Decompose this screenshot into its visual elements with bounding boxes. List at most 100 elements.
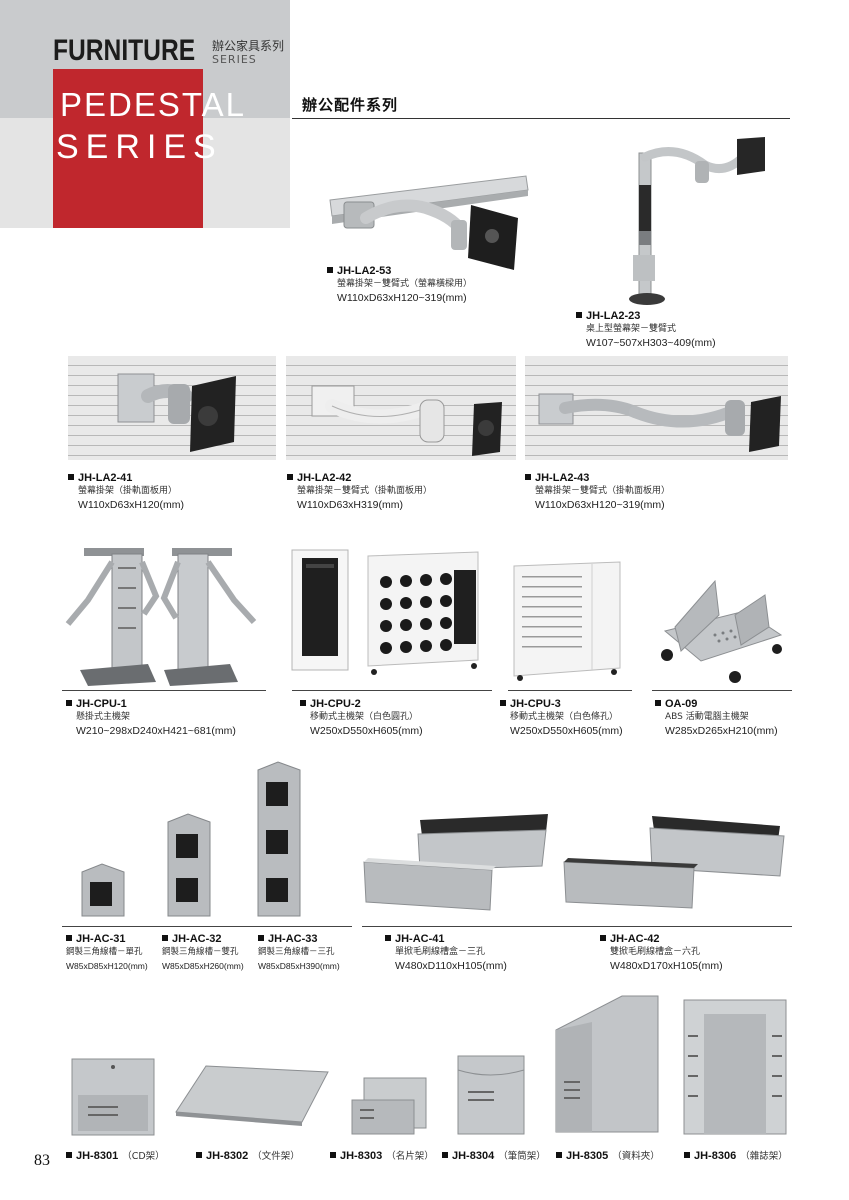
product-code: JH-LA2-53: [327, 264, 472, 278]
caption-jh-8301: JH-8301 （CD架）: [66, 1144, 165, 1163]
product-image-cpu-2: [291, 549, 479, 675]
caption-jh-8306: JH-8306（雜誌架）: [684, 1144, 788, 1163]
product-image-ac-33: [257, 761, 301, 917]
product-name: 移動式主機架（白色條孔）: [510, 712, 619, 722]
product-code: JH-LA2-41: [68, 471, 184, 485]
caption-jh-8303: JH-8303 （名片架）: [330, 1144, 434, 1163]
product-image-ac-32: [167, 813, 211, 917]
product-code: OA-09: [655, 697, 778, 711]
product-image-ac-41: [363, 814, 548, 911]
product-image-jh-8305: [555, 995, 659, 1133]
product-code: JH-AC-31: [66, 932, 148, 946]
product-code: JH-LA2-23: [576, 309, 716, 323]
product-code: JH-CPU-1: [66, 697, 236, 711]
product-name: （筆筒架）: [498, 1151, 546, 1162]
caption-la2-53: JH-LA2-53 螢幕掛架－雙臂式（螢幕橫樑用） W110xD63xH120~…: [327, 264, 472, 305]
product-image-la2-23: [629, 137, 765, 305]
product-code: JH-CPU-2: [300, 697, 423, 711]
page-number: 83: [34, 1152, 50, 1169]
product-dimensions: W110xD63xH120(mm): [78, 499, 184, 511]
product-dimensions: W107~507xH303~409(mm): [586, 337, 716, 349]
brand-subtitle-series: SERIES: [212, 53, 257, 66]
caption-cpu-1: JH-CPU-1 懸掛式主機架 W210~298xD240xH421~681(m…: [66, 697, 236, 738]
product-code: JH-AC-41: [385, 932, 507, 946]
product-dimensions: W85xD85xH260(mm): [162, 961, 244, 971]
product-name: （資料夾）: [612, 1151, 660, 1162]
product-dimensions: W110xD63xH120~319(mm): [337, 292, 467, 304]
product-dimensions: W250xD550xH605(mm): [510, 725, 623, 737]
product-dimensions: W250xD550xH605(mm): [310, 725, 423, 737]
pedestal-title-line1: PEDESTAL: [60, 86, 246, 123]
product-image-la2-53: [329, 175, 529, 270]
product-name: 桌上型螢幕架－雙臂式: [586, 324, 677, 334]
caption-ac-32: JH-AC-32 鋼製三角線槽－雙孔 W85xD85xH260(mm): [162, 932, 244, 973]
caption-oa-09: OA-09 ABS 活動電腦主機架 W285xD265xH210(mm): [655, 697, 778, 738]
product-code: JH-CPU-3: [500, 697, 623, 711]
cpu-2-rule: [292, 690, 492, 691]
caption-cpu-3: JH-CPU-3 移動式主機架（白色條孔） W250xD550xH605(mm): [500, 697, 623, 738]
product-code: JH-8304: [442, 1150, 494, 1162]
brand-subtitle-cn: 辦公家具系列: [212, 39, 285, 53]
caption-ac-42: JH-AC-42 雙掀毛刷線槽盒－六孔 W480xD170xH105(mm): [600, 932, 723, 973]
caption-ac-31: JH-AC-31 鋼製三角線槽－單孔 W85xD85xH120(mm): [66, 932, 148, 973]
product-name: 螢幕掛架（掛軌面板用）: [78, 486, 178, 496]
la2-43-arm: [538, 393, 781, 452]
product-dimensions: W480xD170xH105(mm): [610, 960, 723, 972]
product-name: 螢幕掛架－雙臂式（掛軌面板用）: [535, 486, 671, 496]
product-name: （文件架）: [252, 1151, 300, 1162]
product-image-cpu-3: [513, 561, 621, 681]
caption-ac-41: JH-AC-41 單掀毛刷線槽盒－三孔 W480xD110xH105(mm): [385, 932, 507, 973]
caption-jh-8305: JH-8305（資料夾）: [556, 1144, 660, 1163]
product-dimensions: W480xD110xH105(mm): [395, 960, 507, 972]
cpu-3-rule: [508, 690, 632, 691]
caption-jh-8302: JH-8302 （文件架）: [196, 1144, 300, 1163]
section-title: 辦公配件系列: [302, 96, 399, 114]
ac-3x-rule: [62, 926, 352, 927]
pedestal-title-line2: SERIES: [56, 128, 223, 166]
product-dimensions: W210~298xD240xH421~681(mm): [76, 725, 236, 737]
product-image-jh-8306: [683, 999, 787, 1135]
product-code: JH-8302: [196, 1150, 248, 1162]
product-code: JH-8306: [684, 1150, 736, 1162]
product-image-jh-8303: [351, 1077, 427, 1135]
caption-la2-42: JH-LA2-42 螢幕掛架－雙臂式（掛軌面板用） W110xD63xH319(…: [287, 471, 432, 512]
product-image-ac-42: [563, 816, 785, 909]
oa-09-rule: [652, 690, 792, 691]
product-name: 雙掀毛刷線槽盒－六孔: [610, 947, 701, 957]
product-code: JH-8301: [66, 1150, 118, 1162]
product-name: 鋼製三角線槽－三孔: [258, 947, 335, 957]
caption-jh-8304: JH-8304 （筆筒架）: [442, 1144, 546, 1163]
caption-la2-43: JH-LA2-43 螢幕掛架－雙臂式（掛軌面板用） W110xD63xH120~…: [525, 471, 670, 512]
cpu-1-rule: [62, 690, 266, 691]
product-image-ac-31: [81, 863, 125, 917]
product-code: JH-LA2-42: [287, 471, 432, 485]
product-image-jh-8304: [457, 1055, 525, 1135]
product-name: 單掀毛刷線槽盒－三孔: [395, 947, 486, 957]
ac-4x-rule: [362, 926, 792, 927]
product-name: （名片架）: [386, 1151, 434, 1162]
product-name: 懸掛式主機架: [76, 712, 131, 722]
la2-41-arm: [117, 373, 236, 452]
brand-title: FURNITURE: [53, 34, 196, 67]
product-image-oa-09: [661, 579, 783, 683]
product-image-jh-8301: [71, 1058, 155, 1136]
header-red-block: [53, 69, 203, 228]
product-image-cpu-1: [65, 548, 257, 686]
product-code: JH-LA2-43: [525, 471, 670, 485]
product-code: JH-AC-33: [258, 932, 340, 946]
caption-ac-33: JH-AC-33 鋼製三角線槽－三孔 W85xD85xH390(mm): [258, 932, 340, 973]
product-name: （CD架）: [122, 1151, 165, 1162]
product-image-jh-8302: [175, 1065, 329, 1126]
product-dimensions: W85xD85xH120(mm): [66, 961, 148, 971]
product-name: 鋼製三角線槽－單孔: [66, 947, 143, 957]
la2-42-arm: [311, 385, 502, 456]
product-name: 鋼製三角線槽－雙孔: [162, 947, 239, 957]
product-name: ABS 活動電腦主機架: [665, 712, 749, 722]
product-code: JH-AC-42: [600, 932, 723, 946]
caption-la2-41: JH-LA2-41 螢幕掛架（掛軌面板用） W110xD63xH120(mm): [68, 471, 184, 512]
product-dimensions: W285xD265xH210(mm): [665, 725, 778, 737]
section-title-rule: [292, 118, 790, 119]
product-code: JH-8303: [330, 1150, 382, 1162]
product-dimensions: W110xD63xH319(mm): [297, 499, 403, 511]
caption-cpu-2: JH-CPU-2 移動式主機架（白色圓孔） W250xD550xH605(mm): [300, 697, 423, 738]
